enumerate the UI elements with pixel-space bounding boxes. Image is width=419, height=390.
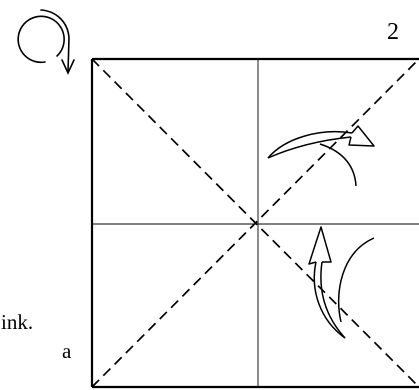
step-number: 2 — [387, 19, 399, 45]
diagonal-fold-2 — [91, 58, 419, 388]
valley-fold-lines — [91, 58, 419, 388]
caption-text-line: ink. — [1, 310, 34, 334]
curved-fold-arrow-icon — [267, 125, 375, 187]
caption-text-line: a — [62, 339, 72, 363]
turn-over-arrow-icon — [17, 9, 75, 75]
paper-square-outline — [90, 57, 419, 389]
curved-fold-arrow-icon — [308, 226, 375, 339]
